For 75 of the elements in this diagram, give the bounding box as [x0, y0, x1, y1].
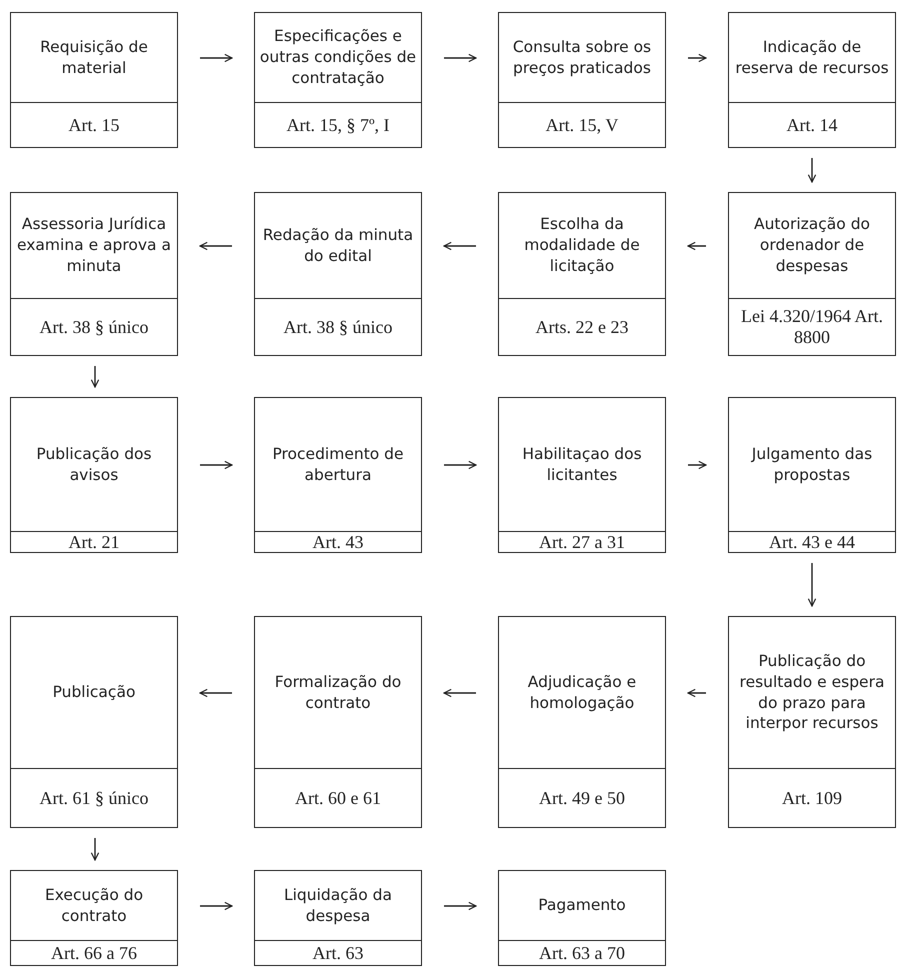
- article-reference: Art. 43 e 44: [769, 532, 855, 552]
- step-title: Consulta sobre os preços praticados: [512, 36, 652, 78]
- article-reference: Art. 21: [68, 532, 120, 552]
- article-reference: Arts. 22 e 23: [536, 316, 628, 338]
- process-box: [10, 192, 178, 356]
- arrow: [444, 54, 477, 62]
- step-title: Liquidação da despesa: [282, 884, 393, 926]
- process-box: [10, 12, 178, 148]
- article-reference: Art. 63 a 70: [539, 942, 625, 964]
- step-title: Redação da minuta do edital: [262, 224, 414, 266]
- process-box: [254, 397, 422, 553]
- arrow: [90, 838, 100, 861]
- article-reference: Art. 15, § 7º, I: [286, 114, 390, 136]
- arrow: [200, 460, 233, 470]
- article-reference: Art. 49 e 50: [539, 788, 625, 808]
- step-title: Formalização do contrato: [274, 672, 402, 714]
- arrow: [200, 54, 233, 62]
- process-box: [498, 397, 666, 553]
- step-title: Execução do contrato: [44, 884, 144, 926]
- arrow: [808, 158, 816, 183]
- step-title: Especificações e outras condições de contratação: [258, 26, 418, 89]
- article-reference: Art. 27 a 31: [539, 532, 625, 552]
- article-reference: Art. 43: [312, 532, 364, 552]
- process-box: [728, 616, 896, 828]
- arrow: [443, 688, 476, 698]
- arrow: [688, 54, 707, 62]
- step-title: Adjudicação e homologação: [526, 672, 638, 714]
- step-title: Escolha da modalidade de licitação: [523, 214, 641, 277]
- arrow: [444, 902, 477, 910]
- process-box: [498, 192, 666, 356]
- process-box: [10, 616, 178, 828]
- arrow: [687, 242, 706, 250]
- step-title: Publicação: [52, 682, 136, 703]
- step-title: Requisição de material: [39, 36, 149, 78]
- arrow: [200, 902, 233, 910]
- step-title: Assessoria Jurídica examina e aprova a minuta: [16, 214, 172, 277]
- arrow: [90, 366, 100, 388]
- arrow: [808, 563, 816, 607]
- process-box: [498, 616, 666, 828]
- arrow: [688, 460, 707, 470]
- step-title: Julgamento das propostas: [750, 444, 874, 486]
- arrow: [199, 688, 232, 698]
- arrow: [687, 688, 706, 698]
- process-box: [728, 397, 896, 553]
- process-box: [498, 12, 666, 148]
- process-box: [10, 870, 178, 966]
- step-title: Autorização do ordenador de despesas: [752, 214, 872, 277]
- process-box: [728, 192, 896, 356]
- process-box: [498, 870, 666, 966]
- arrow: [444, 460, 477, 470]
- article-reference: Art. 63: [312, 942, 364, 964]
- process-box: [254, 870, 422, 966]
- process-box: [254, 12, 422, 148]
- article-reference: Art. 109: [782, 788, 842, 808]
- step-title: Publicação do resultado e espera do prazo para interpor recursos: [738, 650, 886, 734]
- step-title: Publicação dos avisos: [35, 444, 153, 486]
- article-reference: Art. 61 § único: [40, 788, 148, 808]
- arrow: [443, 242, 476, 250]
- article-reference: Art. 60 e 61: [295, 788, 381, 808]
- process-box: [728, 12, 896, 148]
- step-title: Pagamento: [538, 895, 626, 916]
- process-box: [254, 192, 422, 356]
- arrow: [199, 242, 232, 250]
- article-reference: Lei 4.320/1964 Art. 8800: [740, 306, 884, 348]
- article-reference: Art. 38 § único: [284, 316, 392, 338]
- article-reference: Art. 15: [68, 114, 120, 136]
- step-title: Indicação de reserva de recursos: [734, 36, 890, 78]
- article-reference: Art. 15, V: [546, 114, 618, 136]
- step-title: Habilitaçao dos licitantes: [521, 444, 643, 486]
- article-reference: Art. 66 a 76: [51, 942, 137, 964]
- article-reference: Art. 14: [786, 114, 838, 136]
- article-reference: Art. 38 § único: [40, 316, 148, 338]
- process-box: [254, 616, 422, 828]
- process-box: [10, 397, 178, 553]
- step-title: Procedimento de abertura: [271, 444, 405, 486]
